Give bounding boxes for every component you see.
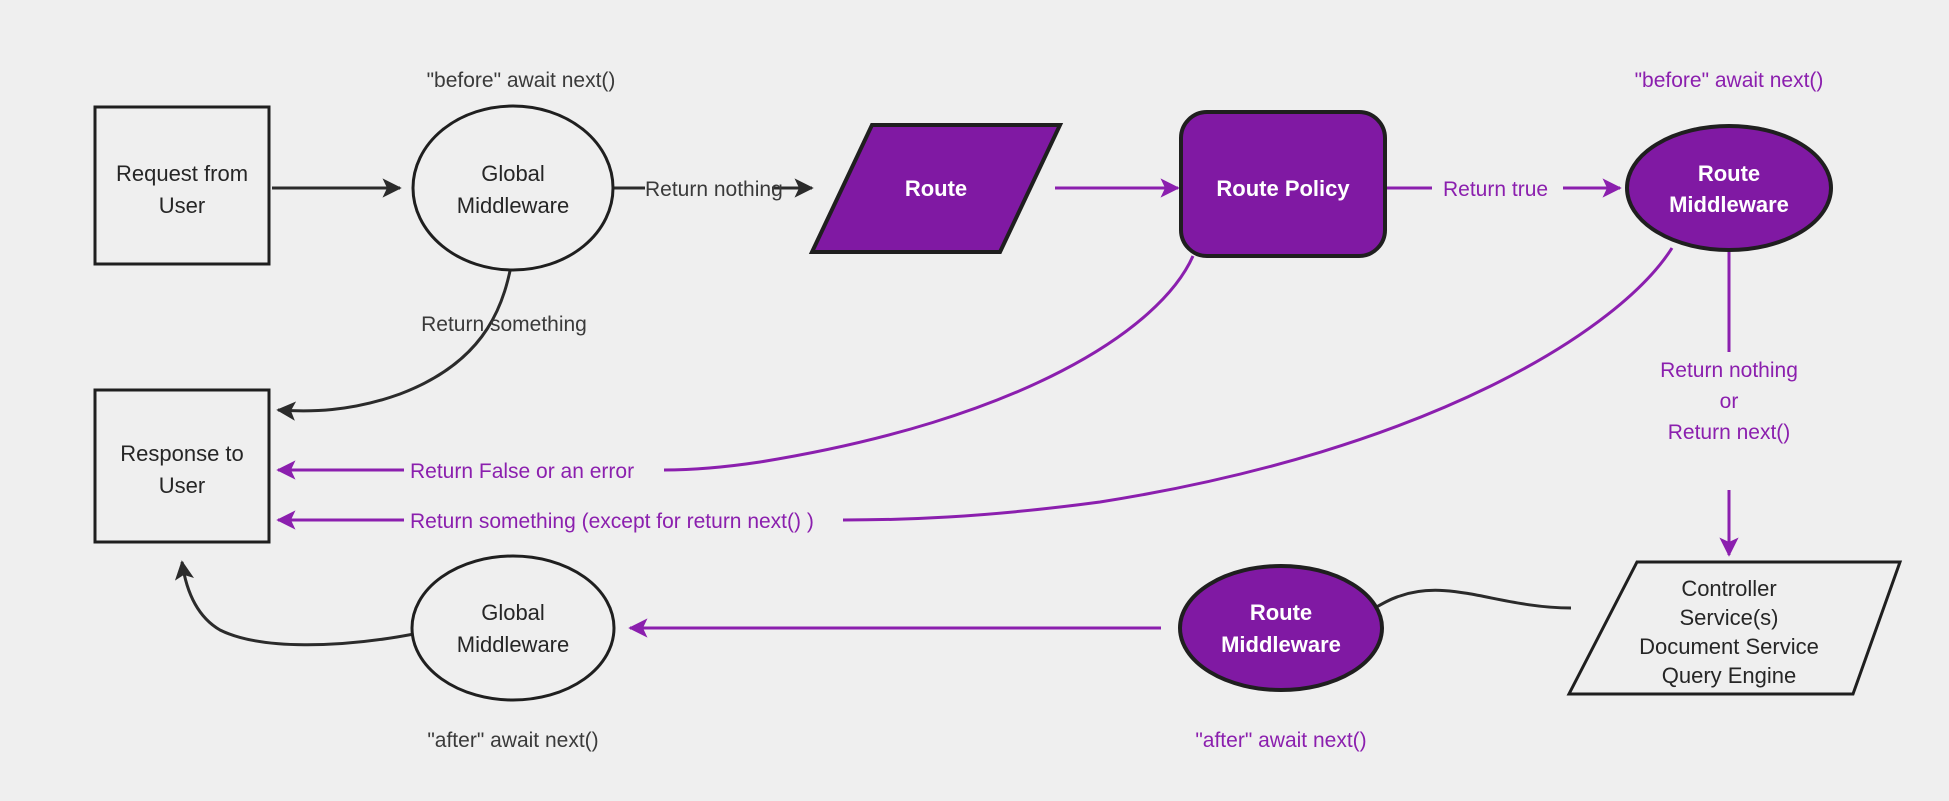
annotation-after-await-next-route: "after" await next() — [1195, 729, 1366, 752]
edge-label-return-something: Return something — [421, 313, 587, 336]
controller-stack-parallelogram — [1566, 560, 1903, 696]
controller-stack-label-line3: Document Service — [1639, 634, 1819, 659]
annotation-before-await-next-global: "before" await next() — [427, 69, 616, 92]
response-to-user-label-line2: User — [159, 473, 205, 498]
route-middleware-bottom-label-line2: Middleware — [1221, 632, 1341, 657]
route-parallelogram — [808, 123, 1064, 254]
global-middleware-top-ellipse — [411, 104, 615, 272]
global-middleware-top-label-line1: Global — [481, 161, 545, 186]
node-global-middleware-top[interactable]: Global Middleware — [411, 104, 615, 272]
edge-route-middleware-return-something-curve — [842, 247, 1674, 522]
node-route-policy[interactable]: Route Policy — [1179, 110, 1387, 258]
route-middleware-top-ellipse — [1625, 124, 1833, 252]
edge-label-return-nothing-or-next-line2: or — [1720, 390, 1739, 413]
route-middleware-top-label-line2: Middleware — [1669, 192, 1789, 217]
edge-global-middleware-to-response — [276, 255, 515, 421]
controller-stack-label-line4: Query Engine — [1662, 663, 1797, 688]
request-from-user-label-line1: Request from — [116, 161, 248, 186]
edge-label-return-false-or-error: Return False or an error — [410, 460, 634, 483]
node-response-to-user[interactable]: Response to User — [93, 388, 271, 544]
global-middleware-top-label-line2: Middleware — [457, 193, 570, 218]
node-route[interactable]: Route — [808, 123, 1064, 254]
annotation-after-await-next-global: "after" await next() — [427, 729, 598, 752]
route-policy-box — [1179, 110, 1387, 258]
global-middleware-bottom-label-line2: Middleware — [457, 632, 570, 657]
edge-label-return-true: Return true — [1443, 178, 1548, 201]
controller-stack-label-line1: Controller — [1681, 576, 1776, 601]
edge-label-return-nothing-or-next-line3: Return next() — [1668, 421, 1791, 444]
response-to-user-box — [93, 388, 271, 544]
route-middleware-bottom-label-line1: Route — [1250, 600, 1312, 625]
response-to-user-label-line1: Response to — [120, 441, 244, 466]
edge-route-policy-return-false-curve — [663, 255, 1195, 472]
edge-label-return-nothing-or-next-line1: Return nothing — [1660, 359, 1798, 382]
request-from-user-box — [93, 105, 271, 266]
controller-stack-label-line2: Service(s) — [1679, 605, 1778, 630]
global-middleware-bottom-label-line1: Global — [481, 600, 545, 625]
request-from-user-label-line2: User — [159, 193, 205, 218]
route-label: Route — [905, 176, 967, 201]
node-request-from-user[interactable]: Request from User — [93, 105, 271, 266]
route-middleware-bottom-ellipse — [1178, 564, 1384, 692]
route-policy-label: Route Policy — [1216, 176, 1350, 201]
global-middleware-bottom-ellipse — [410, 554, 616, 702]
edge-label-return-something-except-next: Return something (except for return next… — [410, 510, 814, 533]
annotation-before-await-next-route: "before" await next() — [1635, 69, 1824, 92]
node-controller-stack[interactable]: Controller Service(s) Document Service Q… — [1566, 560, 1903, 696]
route-middleware-top-label-line1: Route — [1698, 161, 1760, 186]
node-route-middleware-top[interactable]: Route Middleware — [1625, 124, 1833, 252]
edge-label-return-nothing: Return nothing — [645, 178, 783, 201]
node-route-middleware-bottom[interactable]: Route Middleware — [1178, 564, 1384, 692]
node-global-middleware-bottom[interactable]: Global Middleware — [410, 554, 616, 702]
edge-global-middleware-bottom-to-response — [174, 560, 415, 647]
